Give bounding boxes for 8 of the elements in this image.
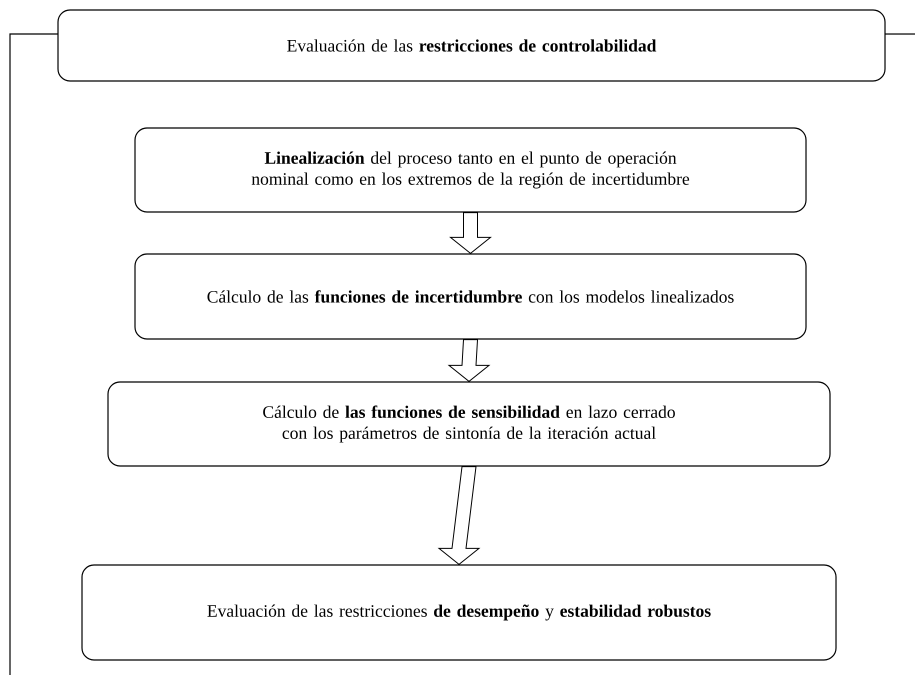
process-box: Cálculo de las funciones de incertidumbre con los modelos linealizados: [134, 253, 807, 340]
process-box: Evaluación de las restricciones de desempeño y estabilidad robustos: [81, 564, 837, 661]
block-arrow: [438, 466, 480, 566]
block-arrow: [448, 339, 490, 382]
process-box: Evaluación de las restricciones de controlabilidad: [57, 9, 886, 82]
process-box: Linealización del proceso tanto en el punto de operación nominal como en los extremos de la región de incertidumbre: [134, 127, 807, 213]
process-box: Cálculo de las funciones de sensibilidad en lazo cerrado con los parámetros de sintonía de la iteración actual: [107, 381, 831, 467]
block-arrow: [449, 212, 492, 254]
